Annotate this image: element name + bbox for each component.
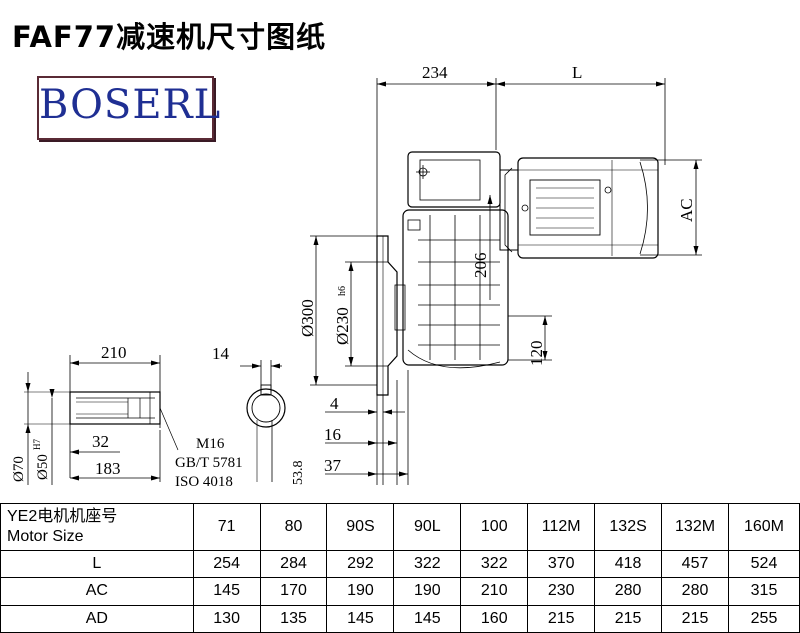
table-row: L 254 284 292 322 322 370 418 457 524 [0, 549, 800, 579]
table-header-cell: YE2电机机座号 Motor Size [0, 503, 194, 551]
size-cell: 90S [326, 503, 395, 551]
table-cell: 170 [259, 577, 328, 606]
size-cell: 71 [192, 503, 261, 551]
size-cell: 90L [393, 503, 462, 551]
technical-drawing: 234 L AC [11, 63, 702, 490]
dim-120: 120 [527, 341, 546, 367]
flange-dimensions: Ø300 Ø230 h6 [298, 235, 388, 386]
table-cell: 292 [326, 549, 395, 579]
output-flange [376, 235, 406, 396]
dim-300: Ø300 [298, 299, 317, 337]
table-row: AD 130 135 145 145 160 215 215 215 255 [0, 604, 800, 633]
row-label: AD [0, 604, 194, 633]
table-cell: 284 [259, 549, 328, 579]
dim-230-tolerance: h6 [337, 286, 348, 296]
dim-32: 32 [92, 432, 109, 451]
dim-230: Ø230 [333, 307, 352, 345]
size-cell: 132M [661, 503, 729, 551]
brand-logo: BOSERL [37, 76, 222, 140]
table-cell: 255 [728, 604, 800, 633]
table-cell: 145 [393, 604, 462, 633]
dim-50-tolerance: H7 [32, 439, 42, 450]
gearbox-housing [402, 151, 509, 369]
dim-14: 14 [212, 344, 230, 363]
dim-183: 183 [95, 459, 121, 478]
table-cell: 254 [192, 549, 261, 579]
table-cell: 230 [527, 577, 596, 606]
table-cell: 215 [661, 604, 729, 633]
shaft-section-view: 210 32 183 Ø70 Ø50 H7 M16 GB/T 5781 ISO … [11, 343, 243, 490]
thread-spec-3: ISO 4018 [175, 474, 233, 490]
table-cell: 130 [192, 604, 261, 633]
shaft-height-dimensions: 206 120 [471, 195, 552, 366]
dim-210: 210 [101, 343, 127, 362]
header-chinese: YE2电机机座号 [7, 507, 118, 525]
logo-text: BOSERL [39, 82, 222, 128]
table-cell: 457 [661, 549, 729, 579]
thread-spec-1: M16 [196, 436, 225, 452]
table-cell: 280 [594, 577, 663, 606]
table-cell: 315 [728, 577, 800, 606]
header-english: Motor Size [7, 527, 84, 545]
dim-16: 16 [324, 425, 341, 444]
table-cell: 418 [594, 549, 663, 579]
dim-53-8: 53.8 [291, 461, 306, 486]
table-cell: 145 [326, 604, 395, 633]
size-cell: 132S [594, 503, 663, 551]
dim-206: 206 [471, 253, 490, 279]
table-cell: 322 [460, 549, 529, 579]
table-cell: 215 [527, 604, 596, 633]
table-cell: 145 [192, 577, 261, 606]
shaft-end-view: 14 53.8 [212, 344, 306, 485]
table-cell: 322 [393, 549, 462, 579]
table-cell: 370 [527, 549, 596, 579]
dim-70: Ø70 [11, 456, 27, 482]
size-cell: 112M [527, 503, 596, 551]
dim-ac: AC [677, 198, 696, 222]
table-cell: 280 [661, 577, 729, 606]
row-label: AC [0, 577, 194, 606]
table-cell: 135 [259, 604, 328, 633]
table-cell: 210 [460, 577, 529, 606]
size-cell: 160M [728, 503, 800, 551]
row-label: L [0, 549, 194, 579]
table-cell: 160 [460, 604, 529, 633]
flange-offset-dimensions: 4 16 37 [324, 370, 409, 485]
thread-spec-2: GB/T 5781 [175, 455, 243, 471]
table-cell: 190 [393, 577, 462, 606]
table-cell: 190 [326, 577, 395, 606]
table-cell: 524 [728, 549, 800, 579]
table-row: AC 145 170 190 190 210 230 280 280 315 [0, 577, 800, 606]
dim-50: Ø50 [35, 454, 51, 480]
table-header-row: YE2电机机座号 Motor Size 71 80 90S 90L 100 11… [0, 503, 800, 551]
dim-l: L [572, 63, 582, 82]
table-cell: 215 [594, 604, 663, 633]
size-cell: 100 [460, 503, 529, 551]
page-title: FAF77减速机尺寸图纸 [12, 20, 327, 54]
size-cell: 80 [259, 503, 328, 551]
dim-234: 234 [422, 63, 448, 82]
ac-dimension: AC [640, 159, 702, 256]
dim-37: 37 [324, 456, 342, 475]
motor-size-table: YE2电机机座号 Motor Size 71 80 90S 90L 100 11… [0, 503, 800, 633]
motor [499, 157, 659, 259]
top-dimensions: 234 L [376, 63, 666, 236]
dim-4: 4 [330, 394, 339, 413]
